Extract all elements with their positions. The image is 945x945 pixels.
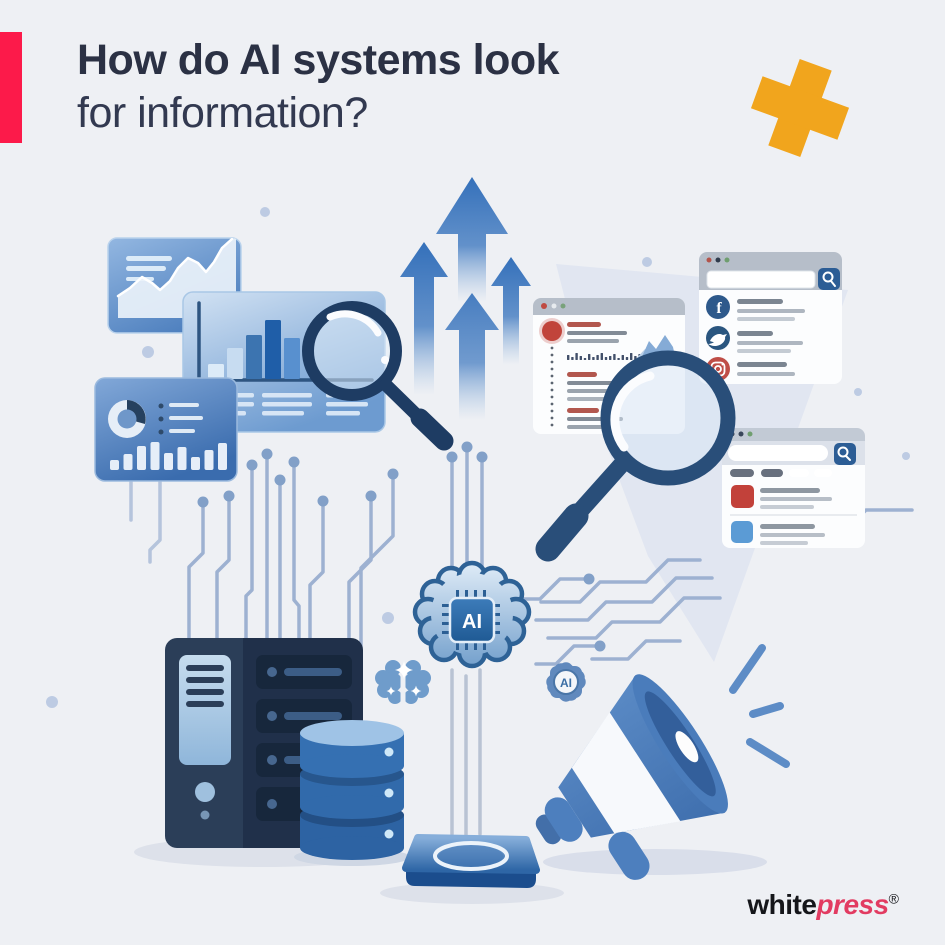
plus-cross-decoration: [744, 52, 856, 164]
server-power-button: [195, 782, 215, 802]
search-button: [818, 268, 840, 290]
pedestal-platform: [402, 834, 540, 888]
dotted-timeline: [550, 346, 554, 427]
donut-chart-card: [94, 377, 238, 482]
donut-chart: [108, 400, 146, 438]
whitepress-logo: whitepress®: [747, 889, 899, 921]
logo-registered-mark: ®: [888, 890, 899, 907]
circuit-traces: [129, 441, 914, 838]
facebook-result-row: f: [706, 295, 805, 321]
browser-listing-window: [722, 428, 865, 548]
red-listing-row: [731, 485, 832, 509]
browser-social-window: f: [699, 252, 842, 384]
facebook-icon: f: [716, 300, 722, 317]
page-title: How do AI systems look for information?: [77, 34, 560, 140]
title-line-1: How do AI systems look: [77, 36, 560, 84]
logo-press-part: press: [816, 889, 889, 920]
bar-chart-bars: [208, 320, 300, 379]
sparkline-bars: [567, 353, 641, 360]
database-stack: [294, 720, 410, 866]
plus-icon: [750, 58, 850, 158]
title-line-2: for information?: [77, 89, 368, 137]
logo-white-part: white: [747, 889, 817, 920]
ai-gear-icon: AI: [546, 662, 586, 702]
megaphone-icon: [535, 644, 790, 880]
sparkle-stars: [386, 661, 422, 697]
equalizer-bars: [110, 442, 227, 470]
decor-dots: [46, 207, 910, 708]
twitter-result-row: [706, 326, 803, 353]
accent-bar: [0, 32, 22, 143]
magnifier-small-icon: [302, 301, 454, 451]
growth-arrows-icon: [400, 177, 531, 420]
ai-gear-label: AI: [560, 676, 572, 690]
ai-chip-label: AI: [462, 611, 482, 633]
sound-rays: [729, 644, 790, 768]
sparkle-brain-icon: [375, 660, 431, 704]
megaphone-shadow: [543, 849, 767, 875]
twitter-icon: [708, 333, 727, 346]
chip-pins: [442, 590, 500, 650]
filter-pills: [730, 469, 832, 477]
ai-brain-chip: AI: [412, 560, 532, 669]
magnifier-large-icon: [535, 350, 736, 562]
search-button: [834, 443, 856, 465]
blue-listing-row: [731, 521, 825, 545]
